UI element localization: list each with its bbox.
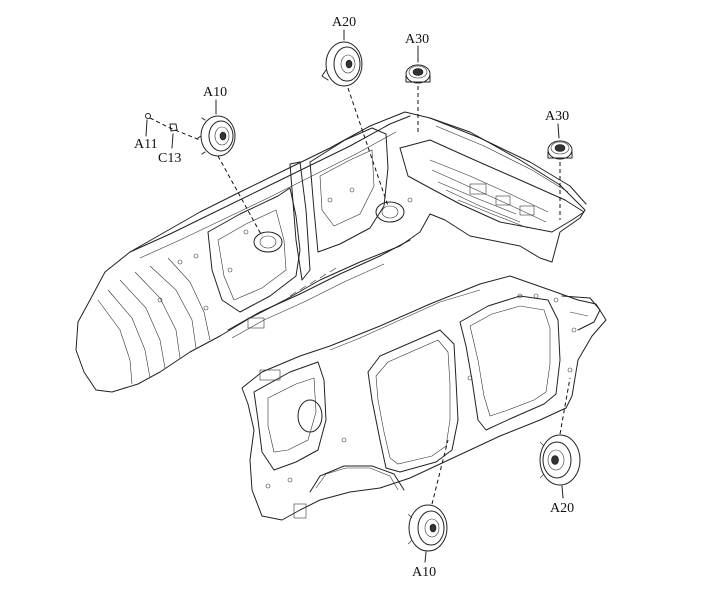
callout-a30-right: A30 [545,109,569,124]
callout-a11: A11 [134,137,158,152]
fastener-a11 [145,113,151,119]
speaker-a30-upper [405,64,431,84]
callout-a30-upper: A30 [405,32,429,47]
front-body-panel [75,111,587,393]
speaker-a10-rear [407,504,448,552]
callout-a10-top: A10 [203,85,227,100]
leader-lines [145,29,571,563]
speaker-a30-right [547,140,573,160]
callout-c13: C13 [158,151,181,166]
speaker-a10-front [197,115,236,157]
callout-a10-bottom: A10 [412,565,436,580]
speaker-a20-rear [539,434,581,486]
rear-body-panel [241,275,607,521]
callout-a20-bottom: A20 [550,501,574,516]
callout-a20-top: A20 [332,15,356,30]
speaker-a20-front [321,41,363,87]
